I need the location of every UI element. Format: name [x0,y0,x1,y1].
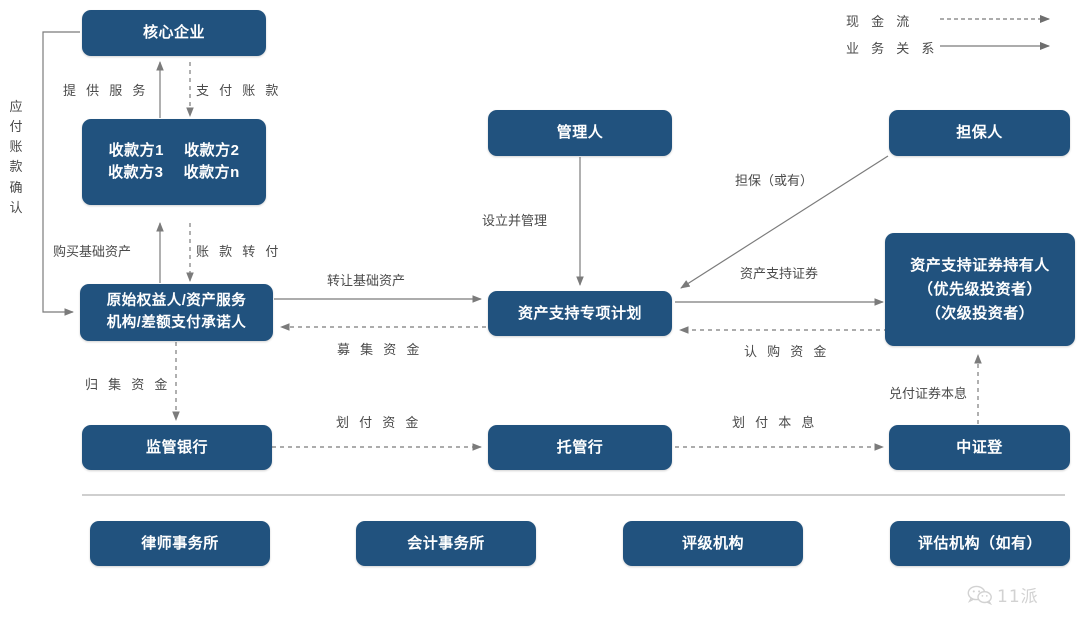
node-abs-plan-line-0: 资产支持专项计划 [517,304,642,322]
watermark-text: 11派 [997,587,1039,607]
node-abs-plan[interactable]: 资产支持专项计划 [488,291,672,336]
node-supervision-bank-line-0: 监管银行 [145,438,208,456]
node-manager[interactable]: 管理人 [488,110,672,156]
label-raise-funds: 募 集 资 金 [337,343,423,358]
watermark: 11派 [967,582,1039,607]
label-transfer-principal-interest: 划 付 本 息 [732,416,818,431]
node-abs-holders[interactable]: 资产支持证券持有人 （优先级投资者） （次级投资者） [885,233,1075,346]
label-subscription-funds: 认 购 资 金 [744,345,830,360]
label-guarantee: 担保（或有） [735,174,814,189]
label-account-transfer: 账 款 转 付 [196,245,282,260]
node-originator[interactable]: 原始权益人/资产服务 机构/差额支付承诺人 [80,284,273,341]
node-csdc-line-0: 中证登 [956,438,1003,456]
node-abs-holders-line-0: 资产支持证券持有人 [910,256,1050,274]
node-accounting-firm[interactable]: 会计事务所 [356,521,536,566]
node-originator-line-1: 机构/差额支付承诺人 [106,314,247,331]
node-originator-line-0: 原始权益人/资产服务 [106,293,247,310]
node-appraisal-agency[interactable]: 评估机构（如有） [890,521,1070,566]
label-transfer-base-asset: 转让基础资产 [327,274,406,289]
node-custodian-bank[interactable]: 托管行 [488,425,672,470]
label-pay-account: 支 付 账 款 [196,84,282,99]
node-appraisal-agency-label: 评估机构（如有） [917,534,1042,552]
node-guarantor-line-0: 担保人 [956,124,1003,142]
node-abs-holders-line-2: （次级投资者） [925,304,1035,322]
label-collect-funds: 归 集 资 金 [85,378,171,393]
label-payable-confirm: 应付账款确认 [9,100,23,216]
node-core-enterprise-line-0: 核心企业 [142,24,205,42]
label-abs-securities: 资产支持证券 [740,267,819,282]
node-payees-line-0: 收款方1 收款方2 [108,142,240,160]
label-buy-base-asset: 购买基础资产 [53,245,132,260]
legend-label-business: 业 务 关 系 [846,42,939,57]
node-payees[interactable]: 收款方1 收款方2 收款方3 收款方n [82,119,266,205]
node-rating-agency[interactable]: 评级机构 [623,521,803,566]
label-transfer-funds: 划 付 资 金 [336,416,422,431]
node-abs-holders-line-1: （优先级投资者） [917,280,1042,298]
node-accounting-firm-label: 会计事务所 [407,534,485,552]
label-establish-manage: 设立并管理 [482,214,548,229]
node-law-firm-label: 律师事务所 [141,534,219,552]
node-csdc[interactable]: 中证登 [889,425,1070,470]
node-rating-agency-label: 评级机构 [681,534,744,552]
node-core-enterprise[interactable]: 核心企业 [82,10,266,56]
node-guarantor[interactable]: 担保人 [889,110,1070,156]
node-supervision-bank[interactable]: 监管银行 [82,425,272,470]
node-payees-line-1: 收款方3 收款方n [108,164,240,181]
edge-payable-confirm [42,31,80,316]
node-custodian-bank-line-0: 托管行 [556,438,604,456]
node-law-firm[interactable]: 律师事务所 [90,521,270,566]
legend-label-cashflow: 现 金 流 [846,15,914,30]
label-redeem-principal-interest: 兑付证券本息 [889,387,968,402]
wechat-icon [967,585,993,605]
label-provide-service: 提 供 服 务 [63,84,149,99]
node-manager-line-0: 管理人 [556,124,604,142]
